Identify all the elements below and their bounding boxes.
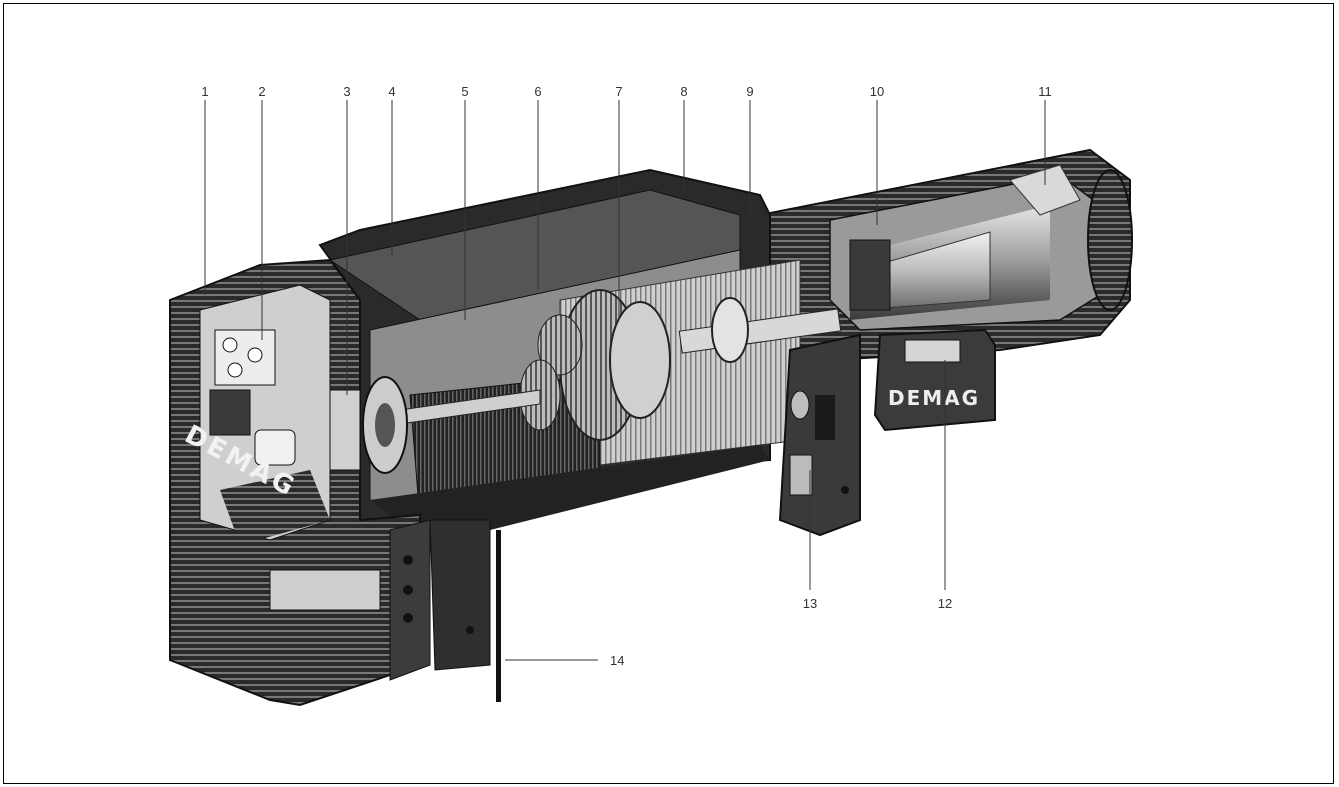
callout-3: 3 (343, 84, 350, 99)
motor-housing (758, 148, 1133, 362)
callout-1: 1 (201, 84, 208, 99)
leader-lines (204, 100, 1046, 661)
callout-8: 8 (680, 84, 687, 99)
hoist-rope (496, 530, 501, 702)
callout-11: 11 (1038, 84, 1052, 99)
callout-6: 6 (534, 84, 541, 99)
callout-4: 4 (388, 84, 395, 99)
limit-switch (778, 333, 861, 537)
figure-frame (3, 3, 1334, 784)
callout-labels: 1 2 3 4 5 6 7 8 9 10 11 12 13 14 (201, 84, 1051, 668)
callout-12: 12 (938, 596, 952, 611)
drum-housing (318, 168, 842, 545)
foot-plate (429, 519, 491, 671)
callout-5: 5 (461, 84, 468, 99)
control-housing: DEMAG (169, 258, 431, 707)
terminal-box: DEMAG (873, 328, 996, 432)
hoist-illustration: DEMAG (169, 148, 1133, 707)
callout-7: 7 (615, 84, 622, 99)
callout-14: 14 (610, 653, 624, 668)
callout-10: 10 (870, 84, 884, 99)
terminal-box-logo: DEMAG (888, 386, 980, 410)
foot-bolt (466, 626, 474, 634)
callout-9: 9 (746, 84, 753, 99)
callout-13: 13 (803, 596, 817, 611)
callout-2: 2 (258, 84, 265, 99)
